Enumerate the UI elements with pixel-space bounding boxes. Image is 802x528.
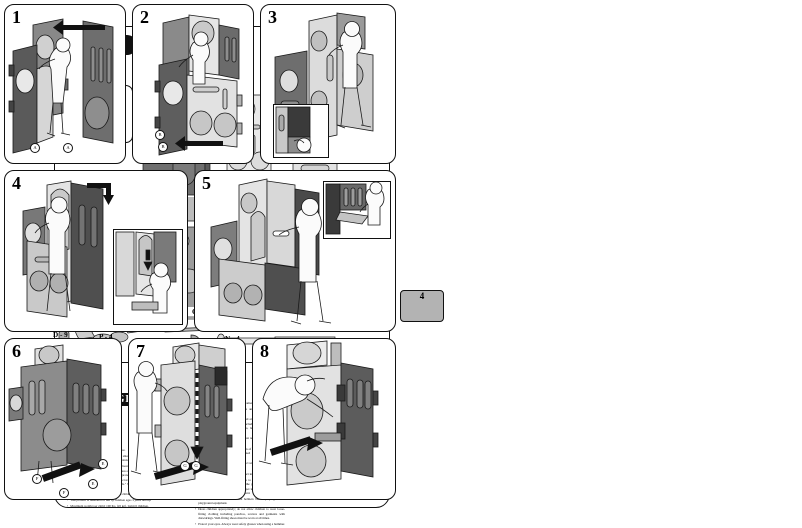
step-3-inset-illustration (275, 106, 312, 154)
list-item: Protect your eyes. Always wear safety gl… (195, 522, 285, 527)
assembly-steps-panel: 1 (0, 0, 398, 500)
list-item: Maximum weight per child: 100 lbs. (45 k… (67, 504, 185, 509)
step-8: 8 (252, 338, 396, 500)
step-1-illustration (8, 18, 114, 154)
step-6: 6 (4, 338, 122, 500)
callout-F-upper: F (32, 474, 42, 484)
list-item: This product is intended for use by chil… (67, 498, 185, 503)
step-number: 7 (136, 341, 145, 361)
callout-E-lower: E (88, 479, 98, 489)
list-item: Dress children appropriately; do not all… (195, 507, 285, 520)
step-5-illustration (210, 178, 332, 325)
step-number: 3 (268, 7, 277, 27)
callout-B-upper: B (155, 130, 165, 140)
step-4-inset-illustration (115, 231, 177, 314)
step-number: 1 (12, 7, 21, 27)
step-8-illustration (258, 340, 379, 486)
step-4-illustration (22, 180, 114, 318)
step-2-illustration (154, 14, 243, 156)
step-number: 5 (202, 173, 211, 193)
step-1: 1 (4, 4, 126, 164)
step-6-illustration (8, 344, 107, 484)
callout-A-left: A (30, 143, 40, 153)
step-4-inset (113, 229, 183, 325)
part-label-P: P - 4 (99, 333, 113, 341)
step-7: 7 (128, 338, 246, 500)
step-number: 4 (12, 173, 21, 193)
callout-B-lower: B (158, 142, 168, 152)
step-number: 8 (260, 341, 269, 361)
callout-A-right: A (63, 143, 73, 153)
callout-G-right: G (191, 461, 201, 471)
step-4: 4 (4, 170, 188, 332)
step-number: 6 (12, 341, 21, 361)
step-5-inset-illustration (325, 181, 385, 235)
language-label: ENGLISH (100, 394, 154, 405)
callout-G-left: G (180, 461, 190, 471)
step-3: 3 (260, 4, 396, 164)
step-7-illustration (130, 342, 233, 486)
part-label-D: D - 9 (53, 331, 68, 339)
step-2: 2 (132, 4, 254, 164)
step-5: 5 (194, 170, 396, 332)
step-3-illustration (274, 12, 374, 142)
callout-E-upper: E (98, 459, 108, 469)
step-3-inset (273, 104, 329, 158)
callout-F-lower: F (59, 488, 69, 498)
step-number: 2 (140, 7, 149, 27)
step-5-inset (323, 181, 391, 239)
numbered-panel-4: 4 (400, 290, 444, 322)
